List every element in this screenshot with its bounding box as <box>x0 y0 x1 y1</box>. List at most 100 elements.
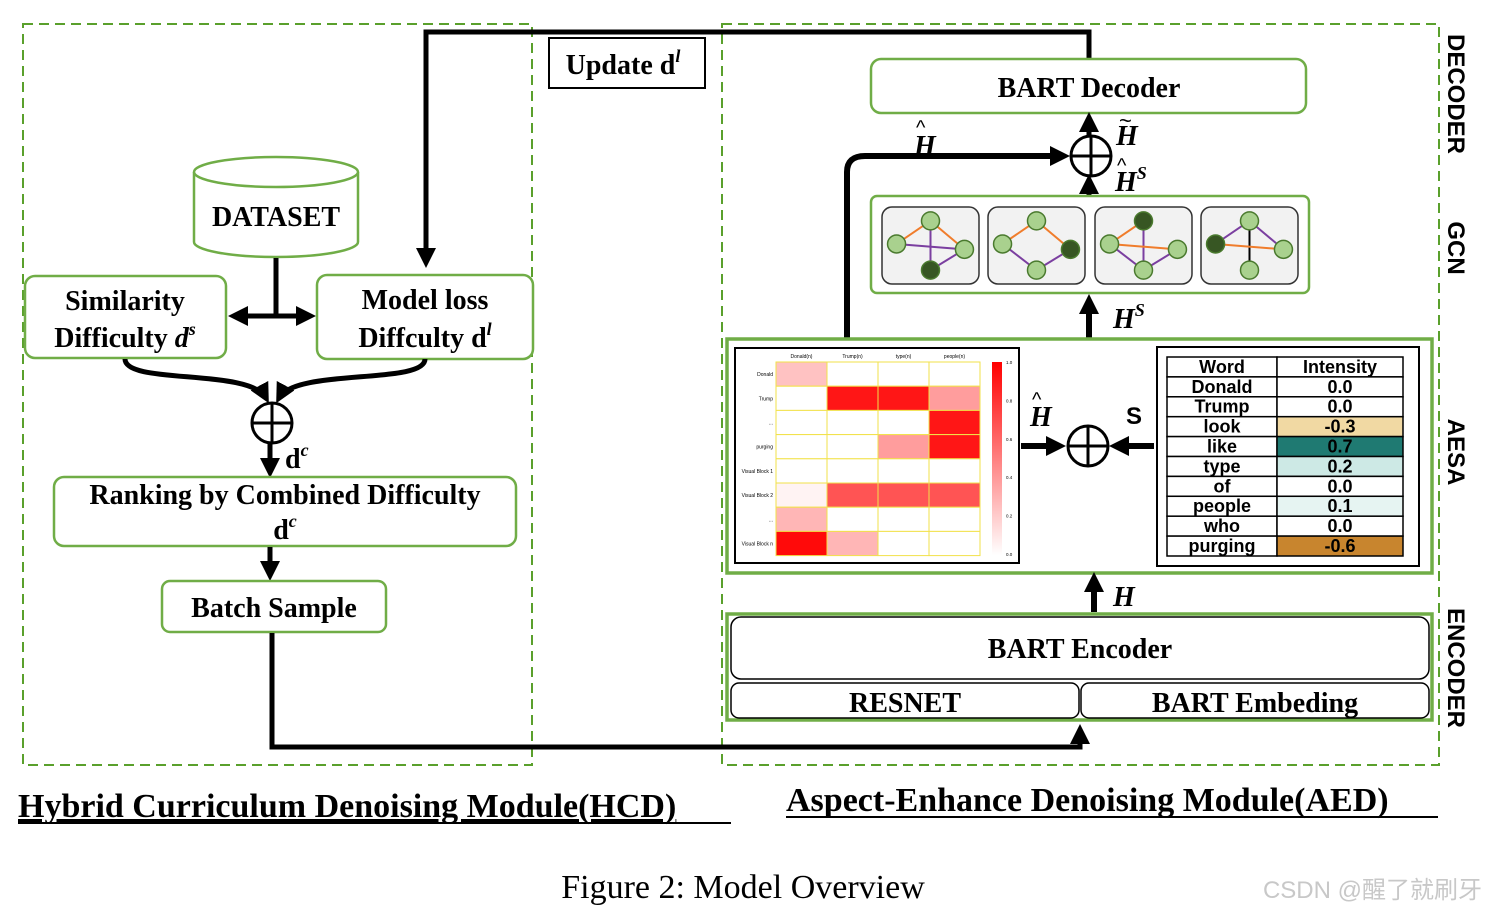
decoder-plus-icon <box>1069 134 1113 178</box>
heatmap-cell <box>928 409 981 436</box>
gcn-node <box>1239 260 1260 280</box>
ranking-line1: Ranking by Combined Difficulty <box>89 480 480 511</box>
bart-encoder-box: BART Encoder <box>730 616 1430 680</box>
heatmap-cell <box>877 458 930 484</box>
hs-label: HS <box>1112 300 1145 335</box>
heatmap-cell <box>826 506 879 532</box>
heatmap-cell <box>775 361 828 387</box>
table-row: Trump 0.0 <box>1166 396 1404 418</box>
bart-encoder-label: BART Encoder <box>988 634 1172 665</box>
batch-to-encoder-path <box>269 633 1090 750</box>
hs-hat-label: HS ^ <box>1114 155 1147 198</box>
heatmap-cell <box>826 361 879 387</box>
s-label: S <box>1126 403 1142 430</box>
heatmap-row-label: Trump <box>759 396 773 402</box>
gcn-node <box>920 211 941 231</box>
bart-decoder-box: BART Decoder <box>869 57 1308 115</box>
table-value: 0.0 <box>1327 397 1352 417</box>
side-label-encoder: ENCODER <box>1442 608 1469 728</box>
gcn-node <box>886 234 907 254</box>
table-word: look <box>1203 417 1241 437</box>
h-hat-skip-path <box>844 146 1070 340</box>
aed-module-border <box>721 23 1440 766</box>
colorbar-tick: 0.4 <box>1006 475 1013 480</box>
gcn-edge <box>1109 242 1178 251</box>
similarity-line2: Difficulty ds <box>54 319 196 354</box>
svg-text:^: ^ <box>1117 155 1127 177</box>
heatmap-row-label: ... <box>769 421 773 427</box>
side-label-gcn: GCN <box>1442 221 1469 274</box>
gcn-node <box>920 260 941 280</box>
ranking-line2: dc <box>273 511 297 546</box>
table-row: purging-0.6 <box>1166 535 1404 557</box>
table-row: of 0.0 <box>1166 475 1404 498</box>
modelloss-to-combine-curve <box>276 358 428 404</box>
combine-plus-icon <box>250 401 294 445</box>
heatmap-cell <box>775 385 828 411</box>
similarity-difficulty-box: Similarity Difficulty ds <box>23 274 228 360</box>
heatmap-row-label: Visual Block n <box>742 542 774 548</box>
heatmap-cell <box>775 506 828 532</box>
table-word: type <box>1203 456 1240 476</box>
gcn-node <box>1205 234 1226 254</box>
h-tilde-label: H ~ <box>1115 108 1139 152</box>
gcn-node <box>1026 211 1047 231</box>
h-hat-label-top: H ^ <box>913 117 937 162</box>
update-box: Update dl <box>548 37 706 89</box>
heatmap-cell <box>826 434 879 460</box>
heatmap-cell <box>928 434 981 460</box>
heatmap-column-label: Donald(n) <box>791 354 813 360</box>
table-word: people <box>1193 496 1251 516</box>
heatmap-row-label: ... <box>769 517 773 523</box>
table-value: 0.0 <box>1327 516 1352 536</box>
side-label-decoder: DECODER <box>1442 34 1469 154</box>
gcn-graph <box>881 206 980 285</box>
heatmap-cell <box>877 409 930 436</box>
colorbar-tick: 0.6 <box>1006 437 1013 442</box>
table-value: 0.0 <box>1327 476 1352 496</box>
model-loss-difficulty-box: Model loss Diffculty dl <box>315 273 535 361</box>
watermark: CSDN @醒了就刷牙 <box>1263 877 1482 904</box>
heatmap-cell <box>775 458 828 484</box>
svg-text:H: H <box>1115 121 1139 152</box>
heatmap-cell <box>826 482 879 508</box>
table-word: who <box>1203 516 1240 536</box>
table-value: 0.7 <box>1327 437 1352 457</box>
similarity-line1: Similarity <box>65 286 185 317</box>
heatmap-cell <box>775 409 828 436</box>
gcn-graph <box>1200 206 1299 285</box>
table-word: of <box>1214 476 1232 496</box>
gcn-node <box>1060 239 1081 260</box>
aed-title: Aspect-Enhance Denoising Module(AED) <box>786 782 1389 819</box>
gcn-node <box>1133 260 1154 280</box>
h-label: H <box>1112 582 1136 613</box>
gcn-node <box>1133 211 1154 231</box>
update-label: Update dl <box>566 46 681 81</box>
update-loss-path <box>416 29 1092 268</box>
resnet-box: RESNET <box>730 682 1080 719</box>
heatmap-cell <box>877 530 930 557</box>
svg-text:^: ^ <box>916 117 926 139</box>
svg-text:HS: HS <box>1114 163 1147 198</box>
table-word: Trump <box>1194 397 1249 417</box>
hcd-title: Hybrid Curriculum Denoising Module(HCD) <box>18 788 676 825</box>
gcn-node <box>1239 211 1260 231</box>
colorbar-tick: 1.0 <box>1006 360 1013 365</box>
attention-heatmap: Donald(n)Trump(n)type(n)people(n)DonaldT… <box>742 354 1013 557</box>
heatmap-row-label: purging <box>756 445 773 451</box>
gcn-node <box>1167 239 1188 260</box>
gcn-graph <box>987 206 1086 285</box>
gcn-node <box>1273 239 1294 260</box>
heatmap-cell <box>928 385 981 411</box>
table-row: look-0.3 <box>1166 415 1404 438</box>
heatmap-cell <box>877 361 930 387</box>
heatmap-cell <box>775 530 828 557</box>
model-loss-line2: Diffculty dl <box>358 319 491 354</box>
gcn-container <box>869 194 1311 295</box>
table-row: who 0.0 <box>1166 515 1404 537</box>
bart-decoder-label: BART Decoder <box>998 73 1181 104</box>
model-loss-line1: Model loss <box>362 285 489 316</box>
